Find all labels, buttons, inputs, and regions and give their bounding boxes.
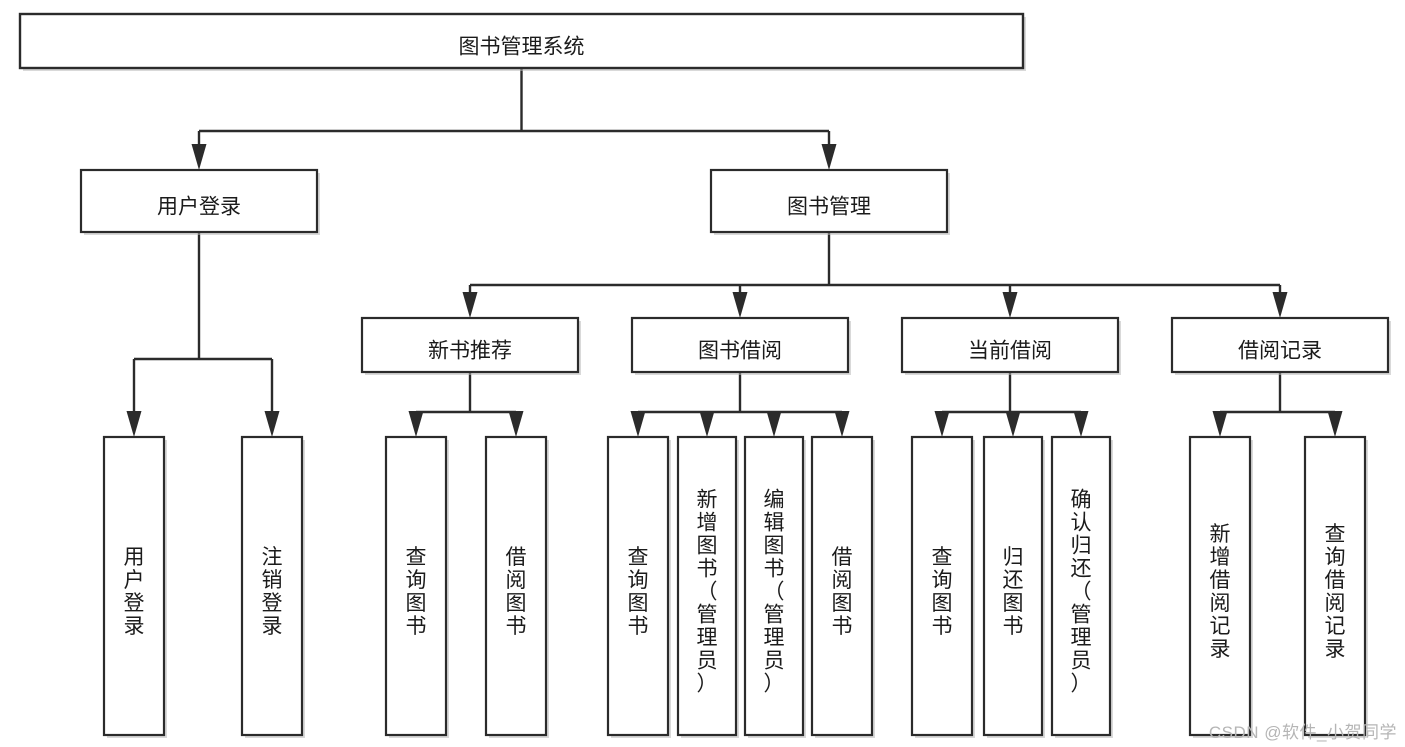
node-current-borrow[interactable]: 当前借阅 (900, 316, 1121, 375)
node-label: 图书管理 (787, 196, 871, 219)
node-label: 归还图书 (1003, 545, 1024, 637)
node-rect[interactable] (484, 435, 548, 737)
node-rect[interactable] (79, 168, 319, 234)
node-rect[interactable] (676, 435, 738, 737)
node-rect[interactable] (1050, 435, 1112, 737)
connector-arrowhead (699, 411, 715, 437)
node-rect[interactable] (709, 168, 949, 234)
node-leaf-query-book-3[interactable]: 查询图书 (910, 435, 975, 738)
node-label: 用户登录 (124, 545, 145, 637)
node-rect[interactable] (900, 316, 1120, 374)
connector-arrowhead (408, 411, 424, 437)
node-label: 查询借阅记录 (1325, 522, 1346, 660)
connector-arrowhead (1073, 411, 1089, 437)
node-rect[interactable] (1170, 316, 1390, 374)
node-rect[interactable] (630, 316, 850, 374)
connector-arrowhead (934, 411, 950, 437)
node-label: 新增借阅记录 (1210, 522, 1231, 660)
node-leaf-confirm-return[interactable]: 确认归还（管理员） (1050, 435, 1113, 738)
node-rect[interactable] (910, 435, 974, 737)
node-label: 借阅记录 (1238, 340, 1322, 363)
node-rect[interactable] (982, 435, 1044, 737)
connector-arrowhead (1212, 411, 1228, 437)
node-rect[interactable] (743, 435, 805, 737)
node-leaf-borrow-book-2[interactable]: 借阅图书 (810, 435, 875, 738)
connector-arrowhead (462, 292, 478, 318)
node-leaf-user-logout[interactable]: 注销登录 (240, 435, 305, 738)
node-rect[interactable] (18, 12, 1025, 70)
node-label: 图书借阅 (698, 340, 782, 363)
node-label: 新增图书（管理员） (697, 488, 718, 695)
node-root[interactable]: 图书管理系统 (18, 12, 1026, 71)
connector-arrowhead (1272, 292, 1288, 318)
node-rect[interactable] (810, 435, 874, 737)
connector-arrowhead (264, 411, 280, 437)
connector-arrowhead (1002, 292, 1018, 318)
connector-arrowhead (191, 144, 207, 170)
node-label: 用户登录 (157, 196, 241, 219)
node-label: 借阅图书 (832, 545, 853, 637)
connector-arrowhead (126, 411, 142, 437)
node-leaf-borrow-book-1[interactable]: 借阅图书 (484, 435, 549, 738)
node-rect[interactable] (384, 435, 448, 737)
connector-arrowhead (766, 411, 782, 437)
node-rect[interactable] (360, 316, 580, 374)
node-user-login[interactable]: 用户登录 (79, 168, 320, 235)
node-leaf-query-book-2[interactable]: 查询图书 (606, 435, 671, 738)
node-label: 编辑图书（管理员） (764, 488, 785, 695)
node-rect[interactable] (1303, 435, 1367, 737)
node-leaf-add-book[interactable]: 新增图书（管理员） (676, 435, 739, 738)
node-label: 新书推荐 (428, 340, 512, 363)
node-rect[interactable] (240, 435, 304, 737)
node-rect[interactable] (606, 435, 670, 737)
connector-layer (126, 68, 1343, 437)
node-leaf-return-book[interactable]: 归还图书 (982, 435, 1045, 738)
connector-arrowhead (508, 411, 524, 437)
node-rect[interactable] (1188, 435, 1252, 737)
connector-arrowhead (821, 144, 837, 170)
node-layer: 图书管理系统用户登录图书管理新书推荐图书借阅当前借阅借阅记录用户登录注销登录查询… (18, 12, 1391, 738)
node-book-borrow[interactable]: 图书借阅 (630, 316, 851, 375)
node-label: 图书管理系统 (459, 36, 585, 59)
connector-arrowhead (1005, 411, 1021, 437)
node-label: 当前借阅 (968, 340, 1052, 363)
node-book-manage[interactable]: 图书管理 (709, 168, 950, 235)
connector-arrowhead (732, 292, 748, 318)
node-leaf-query-book-1[interactable]: 查询图书 (384, 435, 449, 738)
node-leaf-query-record[interactable]: 查询借阅记录 (1303, 435, 1368, 738)
connector-arrowhead (834, 411, 850, 437)
node-new-book-rec[interactable]: 新书推荐 (360, 316, 581, 375)
node-rect[interactable] (102, 435, 166, 737)
node-borrow-record[interactable]: 借阅记录 (1170, 316, 1391, 375)
node-label: 查询图书 (628, 545, 649, 637)
node-label: 查询图书 (932, 545, 953, 637)
node-label: 借阅图书 (506, 545, 527, 637)
node-leaf-add-record[interactable]: 新增借阅记录 (1188, 435, 1253, 738)
connector-arrowhead (1327, 411, 1343, 437)
node-leaf-user-login[interactable]: 用户登录 (102, 435, 167, 738)
node-label: 查询图书 (406, 545, 427, 637)
node-label: 注销登录 (262, 545, 283, 637)
node-leaf-edit-book[interactable]: 编辑图书（管理员） (743, 435, 806, 738)
connector-arrowhead (630, 411, 646, 437)
node-label: 确认归还（管理员） (1071, 488, 1092, 695)
